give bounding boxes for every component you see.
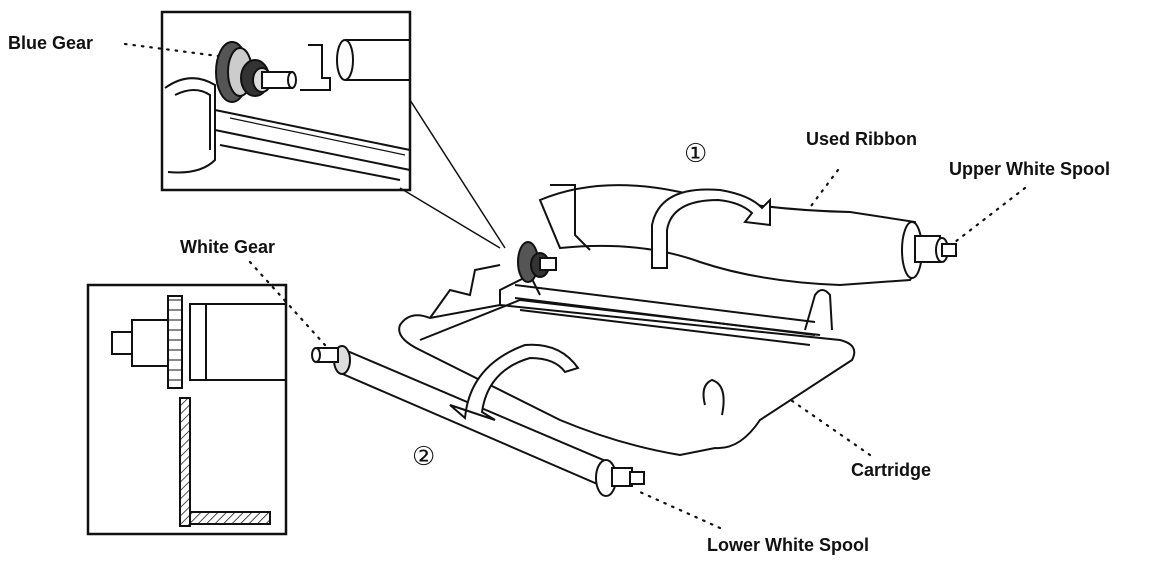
cartridge-label: Cartridge — [851, 460, 932, 480]
blue-gear-label: Blue Gear — [8, 33, 94, 53]
rotation-arrow-2 — [449, 343, 580, 421]
lower-white-spool-label: Lower White Spool — [707, 535, 869, 555]
white-gear-inset — [86, 283, 288, 536]
blue-gear-inset — [160, 10, 412, 192]
step-1-marker: ① — [684, 139, 708, 169]
leader-lines — [123, 42, 1027, 530]
step-2-marker: ② — [412, 442, 436, 472]
used-ribbon-label: Used Ribbon — [806, 129, 917, 149]
white-gear-label: White Gear — [180, 237, 276, 257]
cartridge-body — [398, 241, 856, 457]
lower-white-spool — [311, 345, 645, 497]
rotation-arrow-1 — [651, 188, 771, 269]
upper-white-spool-label: Upper White Spool — [949, 159, 1110, 179]
inset-callout-lines — [399, 99, 506, 249]
used-ribbon-roll — [538, 184, 957, 287]
